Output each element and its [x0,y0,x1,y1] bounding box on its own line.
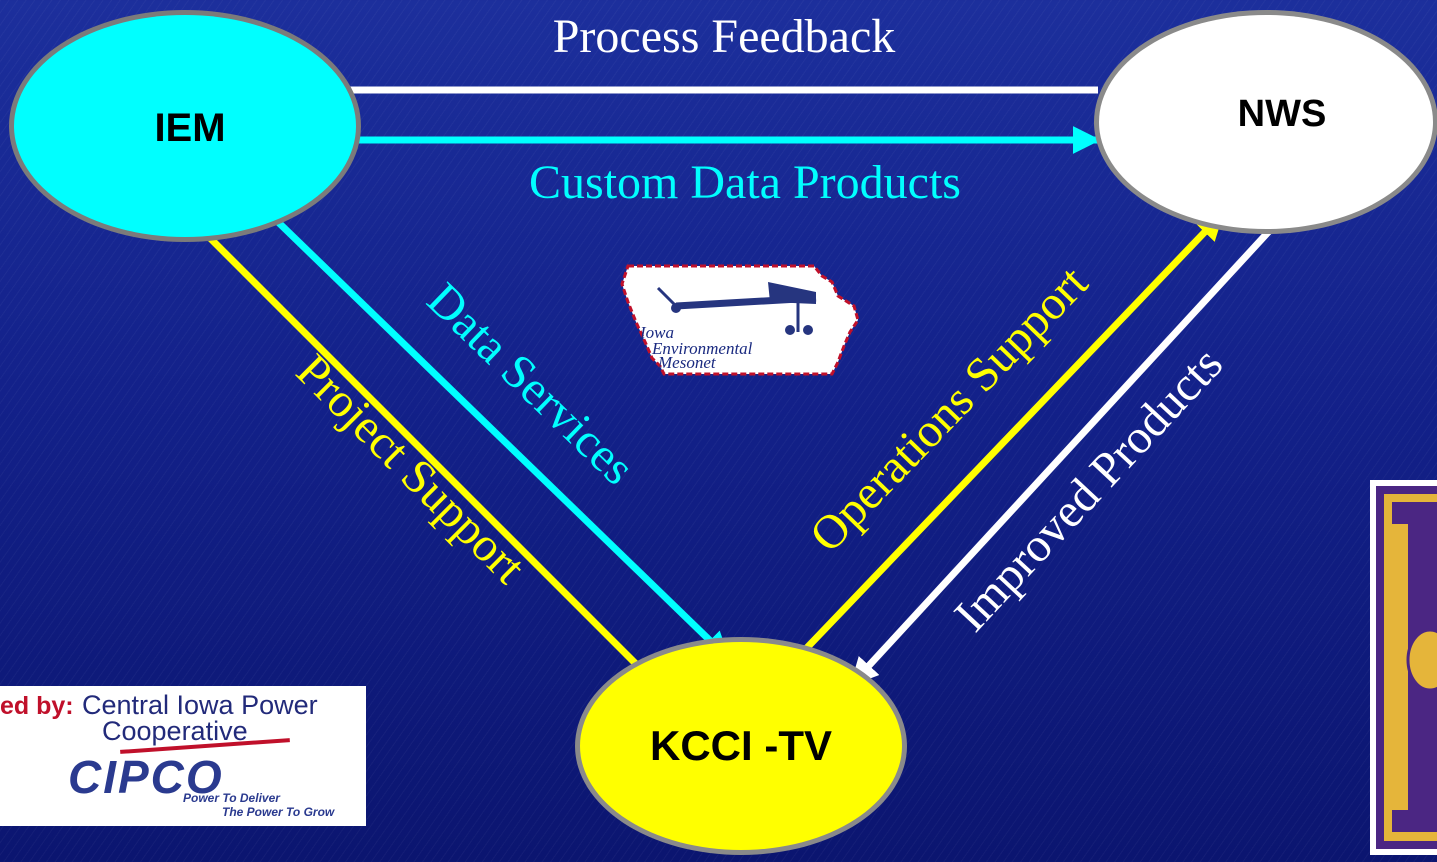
sponsor-company-line1: Central Iowa Power [82,690,318,720]
data-services-label: Data Services [417,273,645,495]
university-logo-partial [1370,480,1437,855]
iem-logo-line3: Mesonet [657,353,717,372]
iem-logo-line2: Environmental [651,339,753,358]
sponsor-tagline2: The Power To Grow [222,805,335,819]
iowa-environmental-mesonet-logo: Iowa Environmental Mesonet [620,264,860,376]
node-nws-label: NWS [1238,93,1327,135]
improved-products-arrow [849,225,1275,687]
project-support-arrow [177,205,645,673]
sponsor-by-label: ed by: [0,692,74,720]
operations-support-arrow [797,211,1225,658]
process-feedback-label: Process Feedback [553,10,896,63]
data-services-arrow [275,219,731,661]
custom-data-products-label: Custom Data Products [529,156,961,209]
node-iem: IEM [9,10,361,242]
sponsor-brand: CIPCO [68,751,224,803]
sponsor-company-line2: Cooperative [102,716,248,746]
sponsor-logo: ed by: Central Iowa Power Cooperative CI… [0,686,366,826]
node-kcci-label: KCCI -TV [650,722,832,769]
node-nws: NWS [1094,10,1437,234]
node-iem-label: IEM [154,106,225,150]
iem-logo-line1: Iowa [639,323,674,342]
sponsor-tagline1: Power To Deliver [183,791,280,805]
node-kcci: KCCI -TV [575,637,907,855]
